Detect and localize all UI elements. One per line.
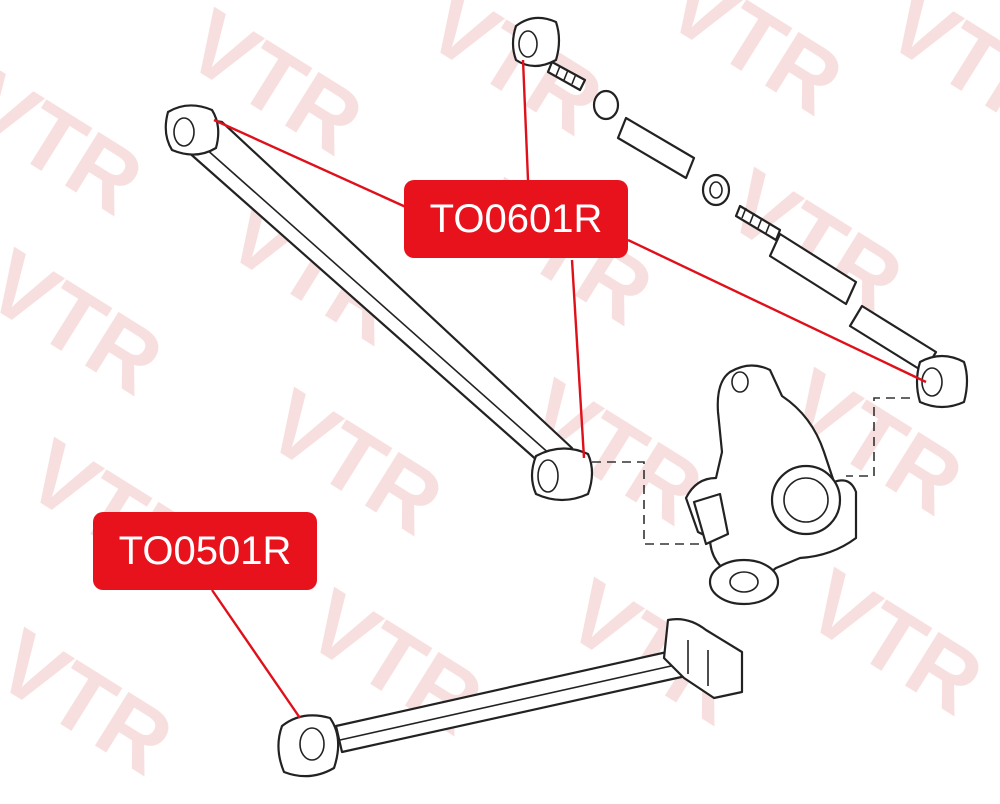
watermark: VTR	[0, 230, 179, 414]
leader-line	[211, 589, 301, 719]
leader-lines	[211, 59, 927, 719]
callout-to0501r: TO0501R	[93, 512, 317, 590]
callout-box	[93, 512, 317, 590]
watermark: VTR	[869, 0, 1000, 154]
leader-line	[570, 259, 586, 459]
leader-line	[521, 59, 530, 181]
leader-line	[213, 118, 409, 210]
callout-to0601r: TO0601R	[404, 180, 628, 258]
part-number-label: TO0601R	[430, 197, 603, 241]
watermark: VTR	[709, 150, 919, 334]
mounting-guides	[592, 397, 910, 545]
part-number-label: TO0501R	[119, 529, 292, 573]
leader-line	[627, 238, 927, 384]
watermark: VTR	[0, 610, 189, 794]
watermark: VTR	[789, 550, 999, 734]
watermark: VTR	[649, 0, 859, 134]
callout-box	[404, 180, 628, 258]
watermark: VTR	[409, 0, 619, 154]
adjustable-toe-arm	[511, 16, 969, 409]
lower-control-arm	[277, 618, 744, 778]
rear-knuckle	[684, 364, 858, 606]
watermark: VTR	[0, 50, 159, 234]
